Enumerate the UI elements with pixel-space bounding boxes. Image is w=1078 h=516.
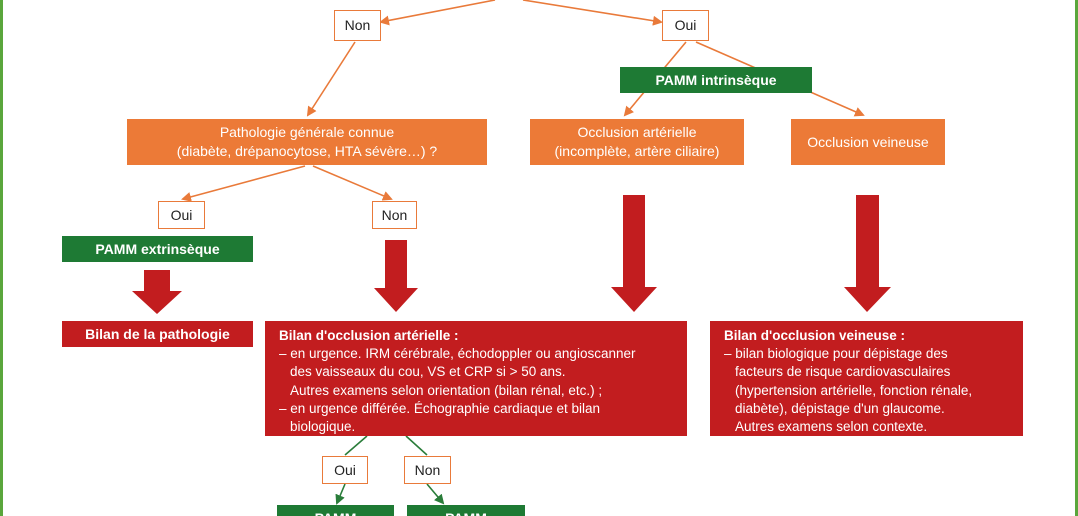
answer-non-patho: Non bbox=[372, 201, 417, 229]
line-patho-to-non bbox=[312, 165, 393, 201]
answer-oui-top: Oui bbox=[662, 10, 709, 41]
bilan-veineux-line: Autres examens selon contexte. bbox=[735, 419, 928, 435]
bilan-veineux-line: – bilan biologique pour dépistage des bbox=[724, 346, 948, 362]
arrow-red-non bbox=[374, 240, 418, 312]
bilan-arteriel-line: – en urgence différée. Échographie cardi… bbox=[279, 400, 600, 416]
line-bilan-to-oui bbox=[344, 435, 368, 456]
pamm-extrinseque-box: PAMM extrinsèque bbox=[62, 236, 253, 262]
pamm-intrinseque-box: PAMM intrinsèque bbox=[620, 67, 812, 93]
line-top-to-non bbox=[379, 0, 496, 26]
line-patho-to-oui bbox=[181, 165, 306, 202]
bilan-pathologie-box: Bilan de la pathologie bbox=[62, 321, 253, 347]
bilan-arteriel-line: – en urgence. IRM cérébrale, échodoppler… bbox=[279, 346, 636, 362]
pathologie-line2: (diabète, drépanocytose, HTA sévère…) ? bbox=[176, 143, 438, 159]
connector-lines bbox=[132, 0, 891, 505]
bilan-veineux-box: Bilan d'occlusion veineuse : – bilan bio… bbox=[710, 321, 1023, 436]
bilan-veineux-title: Bilan d'occlusion veineuse : bbox=[724, 328, 906, 343]
bilan-veineux-line: (hypertension artérielle, fonction rénal… bbox=[735, 382, 973, 398]
occlusion-arterielle-box: Occlusion artérielle (incomplète, artère… bbox=[530, 119, 744, 165]
bilan-arteriel-line: biologique. bbox=[290, 419, 356, 435]
answer-non-bottom: Non bbox=[404, 456, 451, 484]
occlusion-arterielle-line1: Occlusion artérielle bbox=[577, 124, 697, 140]
line-bilan-to-non bbox=[405, 435, 428, 456]
occlusion-veineuse-box: Occlusion veineuse bbox=[791, 119, 945, 165]
line-non-to-pamm bbox=[426, 483, 445, 505]
answer-oui-patho: Oui bbox=[158, 201, 205, 229]
answer-non-top: Non bbox=[334, 10, 381, 41]
bilan-arteriel-box: Bilan d'occlusion artérielle : – en urge… bbox=[265, 321, 687, 436]
bilan-veineux-line: diabète), dépistage d'un glaucome. bbox=[735, 400, 945, 416]
arrow-red-occlusion-art bbox=[611, 195, 657, 312]
arrow-red-occlusion-vein bbox=[844, 195, 891, 312]
pathologie-line1: Pathologie générale connue bbox=[219, 124, 395, 140]
pamm-bottom-left-box: PAMM bbox=[277, 505, 394, 516]
answer-oui-bottom: Oui bbox=[322, 456, 368, 484]
bilan-veineux-line: facteurs de risque cardiovasculaires bbox=[735, 364, 951, 380]
line-oui-to-pamm bbox=[335, 483, 346, 505]
arrow-red-pamm-ext bbox=[132, 270, 182, 314]
bilan-arteriel-line: Autres examens selon orientation (bilan … bbox=[290, 382, 603, 398]
pathologie-box: Pathologie générale connue (diabète, dré… bbox=[127, 119, 487, 165]
bilan-arteriel-title: Bilan d'occlusion artérielle : bbox=[279, 328, 459, 343]
line-top-to-oui bbox=[522, 0, 663, 26]
occlusion-arterielle-line2: (incomplète, artère ciliaire) bbox=[554, 143, 720, 159]
line-non-to-pathologie bbox=[306, 41, 356, 117]
pamm-bottom-right-box: PAMM bbox=[407, 505, 525, 516]
bilan-arteriel-line: des vaisseaux du cou, VS et CRP si > 50 … bbox=[290, 364, 566, 380]
